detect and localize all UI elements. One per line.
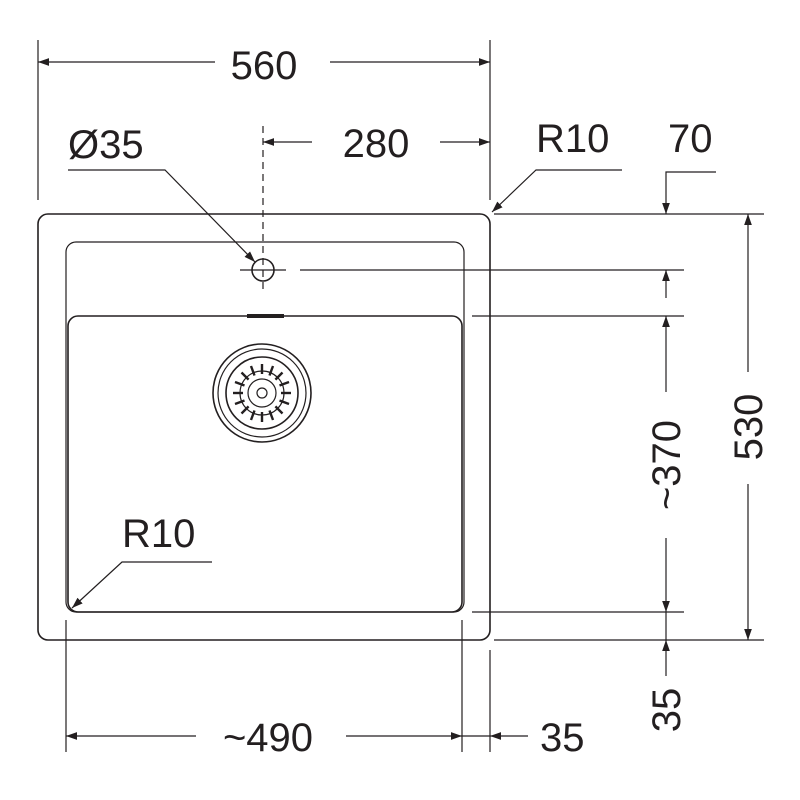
sink-outer-outline bbox=[37, 213, 491, 641]
dim-overall-width: 560 bbox=[37, 40, 491, 200]
dim-side-margin-label: 35 bbox=[540, 716, 585, 760]
drain-waste-icon bbox=[212, 343, 312, 443]
dim-overall-depth: 530 bbox=[727, 214, 771, 640]
dim-overall-depth-label: 530 bbox=[727, 394, 771, 461]
sink-deck-outline bbox=[65, 241, 465, 613]
dim-bowl-radius: R10 bbox=[71, 512, 212, 609]
dim-bowl-depth-label: ~370 bbox=[645, 420, 689, 510]
dim-bowl-radius-label: R10 bbox=[122, 512, 195, 556]
dim-tap-offset-label: 280 bbox=[343, 122, 410, 166]
dim-top-ledge-label: 70 bbox=[668, 117, 713, 161]
dim-overall-width-label: 560 bbox=[231, 44, 298, 88]
dim-tap-hole-label: Ø35 bbox=[68, 123, 144, 167]
tap-hole bbox=[240, 126, 286, 290]
dim-bowl-width: ~490 bbox=[66, 716, 462, 760]
dim-bowl-depth: ~370 bbox=[645, 316, 689, 612]
dim-outer-radius: R10 bbox=[491, 117, 622, 213]
dim-tap-hole: Ø35 bbox=[68, 123, 256, 263]
dim-outer-radius-label: R10 bbox=[536, 117, 609, 161]
dim-side-margin: 35 bbox=[462, 716, 585, 760]
dim-bottom-margin-label: 35 bbox=[645, 688, 689, 733]
dim-bowl-width-label: ~490 bbox=[223, 716, 313, 760]
dim-top-ledge: 70 bbox=[662, 117, 716, 298]
sink-bowl-outline bbox=[67, 315, 463, 613]
dim-tap-offset: 280 bbox=[263, 122, 490, 166]
dim-bottom-margin: 35 bbox=[645, 612, 689, 732]
extension-lines-right bbox=[300, 213, 764, 641]
